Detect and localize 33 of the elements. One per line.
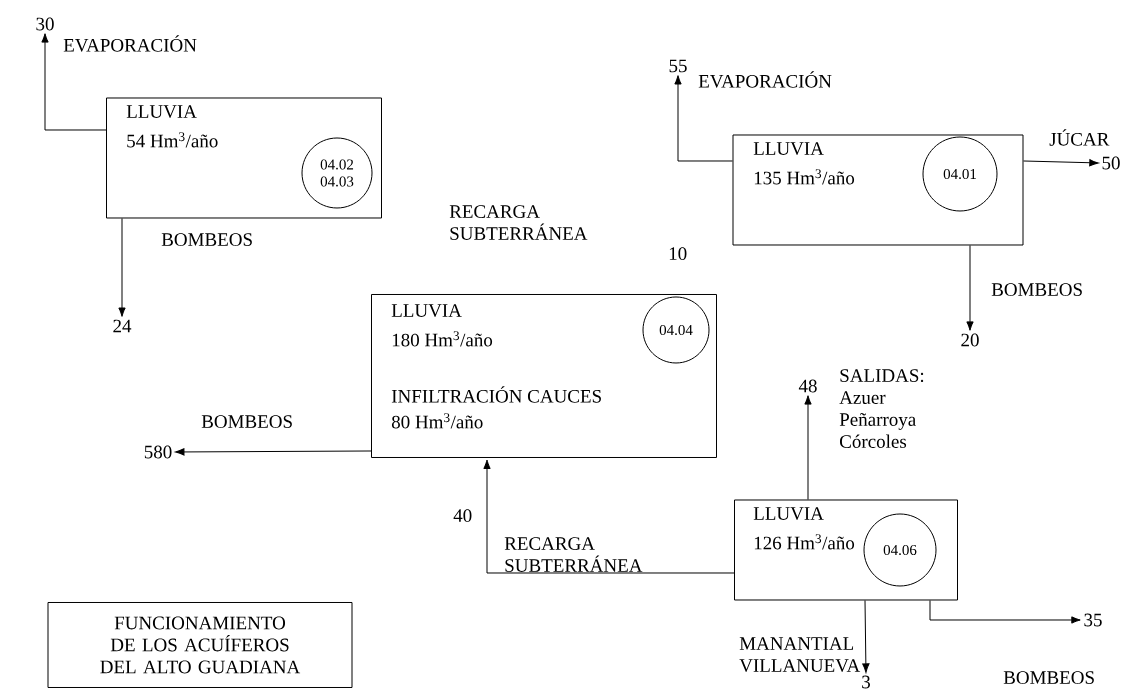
flow-arrow bbox=[862, 600, 870, 673]
flow-value: 50 bbox=[1102, 156, 1120, 170]
edge-label: EVAPORACIÓN bbox=[698, 71, 832, 88]
flow-arrow bbox=[804, 395, 812, 500]
edge-label: SALIDAS: Azuer Peñarroya Córcoles bbox=[839, 369, 924, 448]
flow-value: 20 bbox=[961, 333, 979, 347]
flow-arrow bbox=[1023, 159, 1099, 167]
flow-arrow bbox=[118, 218, 126, 317]
flow-arrow bbox=[929, 600, 1081, 624]
flow-arrow bbox=[674, 75, 733, 162]
flow-arrow bbox=[175, 448, 372, 456]
edge-label: JÚCAR bbox=[1049, 129, 1110, 146]
flow-value: 10 bbox=[669, 247, 687, 260]
edge-label: MANANTIAL VILLANUEVA bbox=[739, 637, 861, 672]
edge-label: EVAPORACIÓN bbox=[63, 35, 197, 52]
flow-value: 24 bbox=[113, 319, 132, 333]
title-box: FUNCIONAMIENTO DE LOS ACUÍFEROS DEL ALTO GUADIANA bbox=[47, 602, 353, 688]
flow-value: 3 bbox=[862, 675, 870, 689]
flow-arrow bbox=[966, 245, 974, 331]
flow-value: 35 bbox=[1084, 613, 1102, 627]
edge-label: RECARGA SUBTERRÁNEA bbox=[504, 537, 643, 572]
flow-value: 40 bbox=[453, 509, 472, 522]
flow-value: 580 bbox=[144, 445, 172, 459]
edge-label: BOMBEOS bbox=[1003, 671, 1094, 684]
flow-value: 48 bbox=[798, 379, 817, 393]
flow-value: 55 bbox=[669, 59, 687, 73]
edge-label: BOMBEOS bbox=[201, 415, 292, 428]
flow-arrow bbox=[483, 459, 735, 574]
edge-label: BOMBEOS bbox=[161, 233, 252, 246]
flow-value: 30 bbox=[36, 17, 54, 31]
edge-label: BOMBEOS bbox=[991, 283, 1082, 296]
flow-label: RECARGA SUBTERRÁNEA bbox=[449, 205, 588, 240]
flow-arrow bbox=[41, 33, 107, 131]
